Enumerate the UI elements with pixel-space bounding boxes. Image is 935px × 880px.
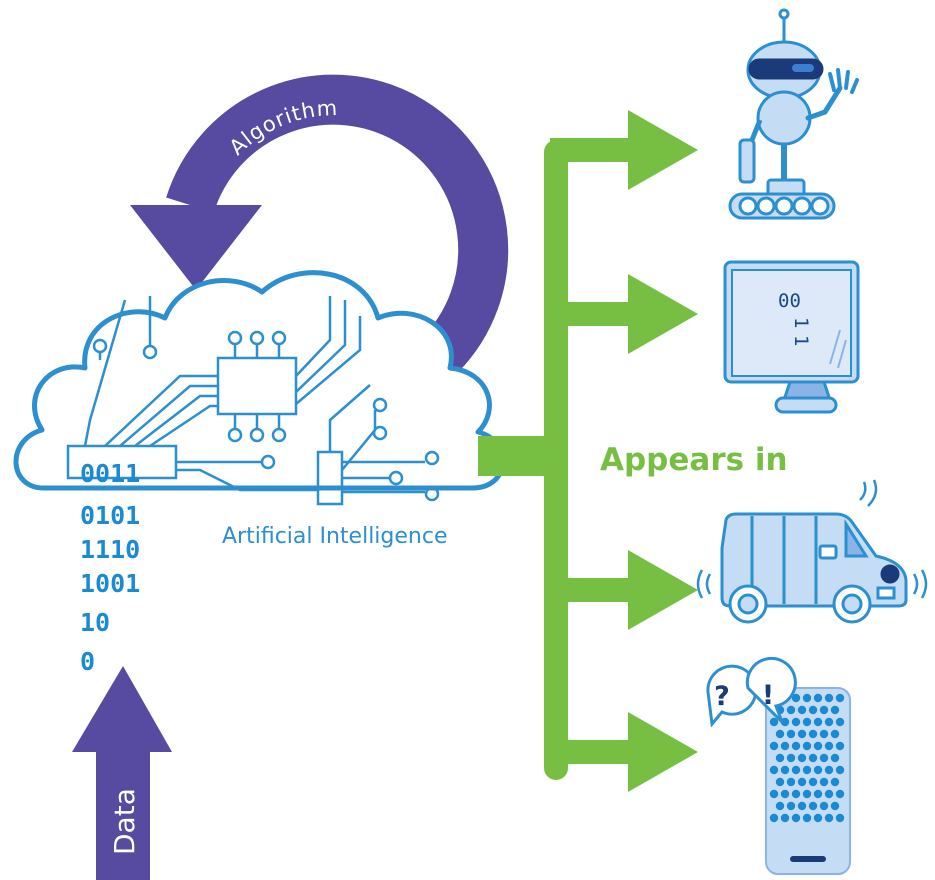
speaker-grille-dot — [830, 729, 840, 739]
speaker-grille-dot — [769, 789, 779, 799]
arrow-to-speaker — [628, 712, 698, 792]
speaker-grille-dot — [819, 705, 829, 715]
arrow-to-robot — [628, 110, 698, 190]
speaker-grille-dot — [780, 765, 790, 775]
binary-line: 1110 — [80, 535, 140, 564]
robot-icon — [728, 8, 859, 220]
speaker-grille-dot — [824, 813, 834, 823]
speaker-grille-dot — [808, 729, 818, 739]
speaker-grille-dot — [797, 753, 807, 763]
speaker-grille-dot — [791, 693, 801, 703]
speaker-grille-dot — [786, 705, 796, 715]
speaker-grille-dot — [775, 753, 785, 763]
speaker-grille-dot — [791, 765, 801, 775]
speaker-grille-dot — [824, 789, 834, 799]
speaker-grille-dot — [791, 789, 801, 799]
speaker-grille-dot — [769, 765, 779, 775]
speaker-grille-dot — [813, 717, 823, 727]
speaker-grille-dot — [775, 729, 785, 739]
speaker-grille-dot — [775, 801, 785, 811]
speaker-grille-dot — [835, 813, 845, 823]
speaker-grille-dot — [813, 765, 823, 775]
binary-data: 0011 0101 1110 1001 10 0 — [80, 459, 140, 676]
speaker-grille-dot — [802, 765, 812, 775]
speaker-grille-dot — [819, 729, 829, 739]
speaker-grille-dot — [830, 801, 840, 811]
speaker-grille-dot — [824, 765, 834, 775]
ai-cloud — [13, 270, 506, 506]
ai-label: Artificial Intelligence — [222, 524, 448, 549]
speaker-grille-dot — [835, 765, 845, 775]
speaker-grille-dot — [786, 753, 796, 763]
speaker-grille-dot — [786, 729, 796, 739]
speaker-grille-dot — [813, 813, 823, 823]
speaker-grille-dot — [830, 777, 840, 787]
monitor-text-line: 00 — [778, 290, 801, 312]
algorithm-arrow-head — [130, 205, 262, 290]
speaker-grille-dot — [835, 789, 845, 799]
speaker-grille-dot — [797, 729, 807, 739]
exclamation-mark: ! — [762, 680, 774, 711]
binary-line: 0011 — [80, 459, 140, 488]
arrow-to-monitor — [628, 274, 698, 354]
speaker-grille-dot — [797, 777, 807, 787]
data-label: Data — [108, 788, 141, 855]
speaker-grille-dot — [797, 705, 807, 715]
speaker-grille-dot — [813, 741, 823, 751]
speaker-grille-dot — [780, 717, 790, 727]
appears-in-label: Appears in — [600, 442, 788, 478]
data-arrow: Data — [72, 666, 172, 880]
monitor-text-line: 1 — [790, 335, 812, 346]
speaker-grille-dot — [802, 789, 812, 799]
speaker-grille-dot — [780, 813, 790, 823]
speaker-grille-dot — [769, 741, 779, 751]
speaker-grille-dot — [808, 777, 818, 787]
speaker-grille-dot — [824, 717, 834, 727]
speaker-grille-dot — [802, 693, 812, 703]
speaker-grille-dot — [835, 741, 845, 751]
speaker-grille-dot — [824, 741, 834, 751]
speaker-grille-dot — [786, 801, 796, 811]
binary-line: 10 — [80, 608, 110, 637]
speaker-grille-dot — [835, 693, 845, 703]
question-mark: ? — [714, 681, 730, 712]
circuit-traces — [66, 296, 440, 506]
speaker-grille-dot — [835, 717, 845, 727]
van-icon — [696, 479, 928, 624]
speaker-grille-dot — [802, 813, 812, 823]
speaker-grille-dot — [791, 741, 801, 751]
appears-in-tree — [478, 110, 698, 792]
smart-speaker-icon: ? ! — [706, 657, 851, 875]
speaker-grille-dot — [808, 753, 818, 763]
speaker-grille-dot — [775, 777, 785, 787]
binary-line: 0 — [80, 647, 95, 676]
exclamation-bubble — [745, 657, 797, 724]
speaker-grille-dot — [819, 801, 829, 811]
arrow-to-van — [628, 550, 698, 630]
binary-line: 0101 — [80, 501, 140, 530]
speaker-grille-dot — [813, 693, 823, 703]
speaker-grille-dot — [769, 717, 779, 727]
speaker-grille-dot — [813, 789, 823, 799]
speaker-grille-dot — [824, 693, 834, 703]
speaker-grille-dot — [780, 741, 790, 751]
speaker-grille-dot — [830, 753, 840, 763]
speaker-grille-dot — [780, 789, 790, 799]
speaker-grille-dot — [819, 777, 829, 787]
speaker-grille-dot — [769, 813, 779, 823]
speaker-grille-dot — [830, 705, 840, 715]
speaker-grille-dot — [797, 801, 807, 811]
speaker-grille-dot — [819, 753, 829, 763]
speaker-grille-dot — [808, 705, 818, 715]
speaker-grille-dot — [808, 801, 818, 811]
binary-line: 1001 — [80, 569, 140, 598]
speaker-grille-dot — [802, 741, 812, 751]
speaker-grille-dot — [802, 717, 812, 727]
speaker-grille-dot — [791, 717, 801, 727]
monitor-icon: 00 1 1 — [723, 260, 860, 414]
speaker-grille-dot — [791, 813, 801, 823]
monitor-text-line: 1 — [790, 317, 812, 328]
speaker-grille-dot — [786, 777, 796, 787]
